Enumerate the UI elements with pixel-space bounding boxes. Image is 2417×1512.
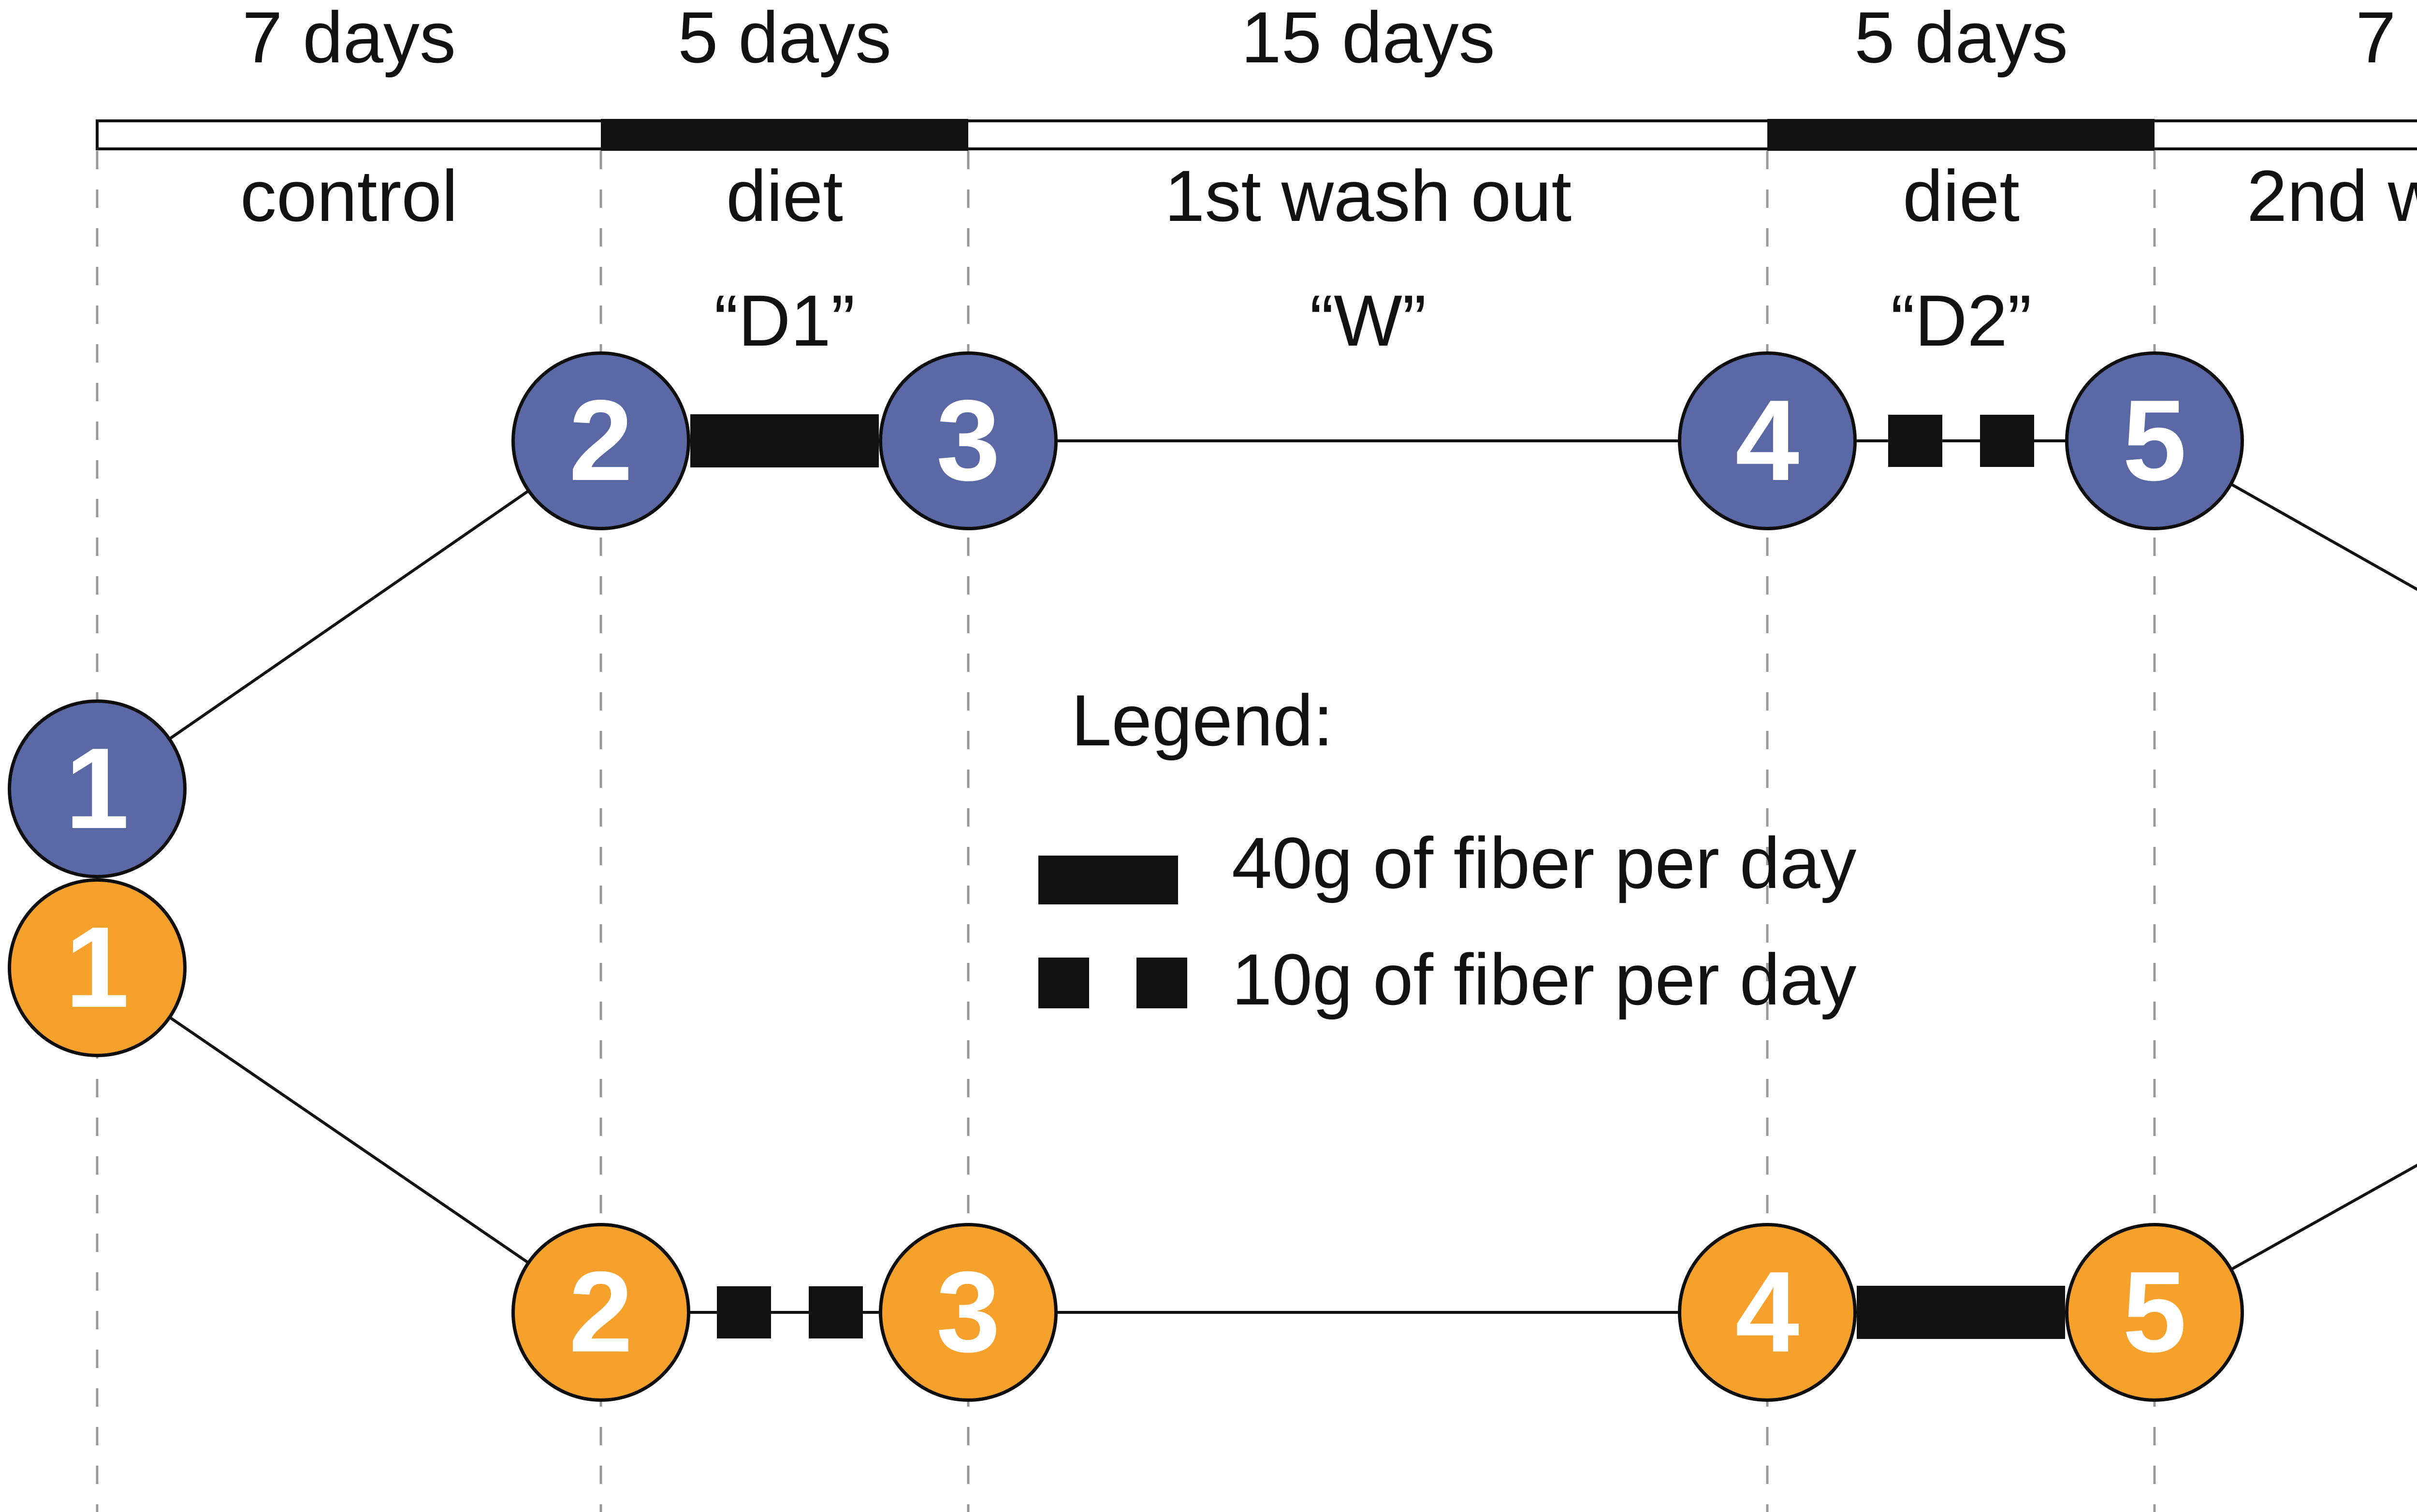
visit-circle-blue-3: 3 <box>879 351 1058 530</box>
legend-10g-square-1 <box>1038 958 1089 1008</box>
phase-label-washout-2: 2nd wash out <box>2246 155 2417 236</box>
diet-segment-d2 <box>1767 119 2155 151</box>
visit-circle-orange-3: 3 <box>879 1223 1058 1402</box>
phase-duration-3: 5 days <box>1854 0 2068 78</box>
fiber-dose-markers <box>690 414 2065 1339</box>
phase-duration-2: 15 days <box>1241 0 1495 78</box>
visit-circle-blue-1: 1 <box>8 699 187 878</box>
visit-circle-orange-4: 4 <box>1678 1223 1857 1402</box>
phase-code-w: “W” <box>1310 280 1427 361</box>
orange-10g-square-1 <box>717 1286 771 1338</box>
phase-code-d2: “D2” <box>1891 280 2032 361</box>
phase-duration-0: 7 days <box>242 0 456 78</box>
phase-duration-1: 5 days <box>678 0 891 78</box>
blue-10g-square-1 <box>1888 415 1942 467</box>
visit-circle-blue-2: 2 <box>511 351 690 530</box>
legend-title: Legend: <box>1071 680 1334 761</box>
visit-circle-orange-5: 5 <box>2065 1223 2244 1402</box>
phase-label-diet-2: diet <box>1903 155 2020 236</box>
timeline-diet-segments <box>601 119 2155 151</box>
visit-circle-blue-4: 4 <box>1678 351 1857 530</box>
legend-40g-label: 40g of fiber per day <box>1232 822 1857 903</box>
blue-10g-square-2 <box>1980 415 2034 467</box>
legend-10g-label: 10g of fiber per day <box>1232 939 1857 1020</box>
phase-label-washout-1: 1st wash out <box>1164 155 1572 236</box>
visit-circle-blue-5: 5 <box>2065 351 2244 530</box>
legend-10g-square-2 <box>1136 958 1187 1008</box>
phase-label-control: control <box>240 155 458 236</box>
orange-40g-bar <box>1857 1286 2065 1339</box>
diet-segment-d1 <box>601 119 968 151</box>
visit-circle-orange-1: 1 <box>8 878 187 1057</box>
phase-code-d1: “D1” <box>714 280 855 361</box>
blue-40g-bar <box>690 414 879 467</box>
orange-10g-square-2 <box>809 1286 863 1338</box>
phase-label-diet-1: diet <box>726 155 843 236</box>
visit-circle-orange-2: 2 <box>511 1223 690 1402</box>
phase-duration-4: 7 days <box>2356 0 2417 78</box>
legend-40g-bar-swatch <box>1038 856 1178 904</box>
